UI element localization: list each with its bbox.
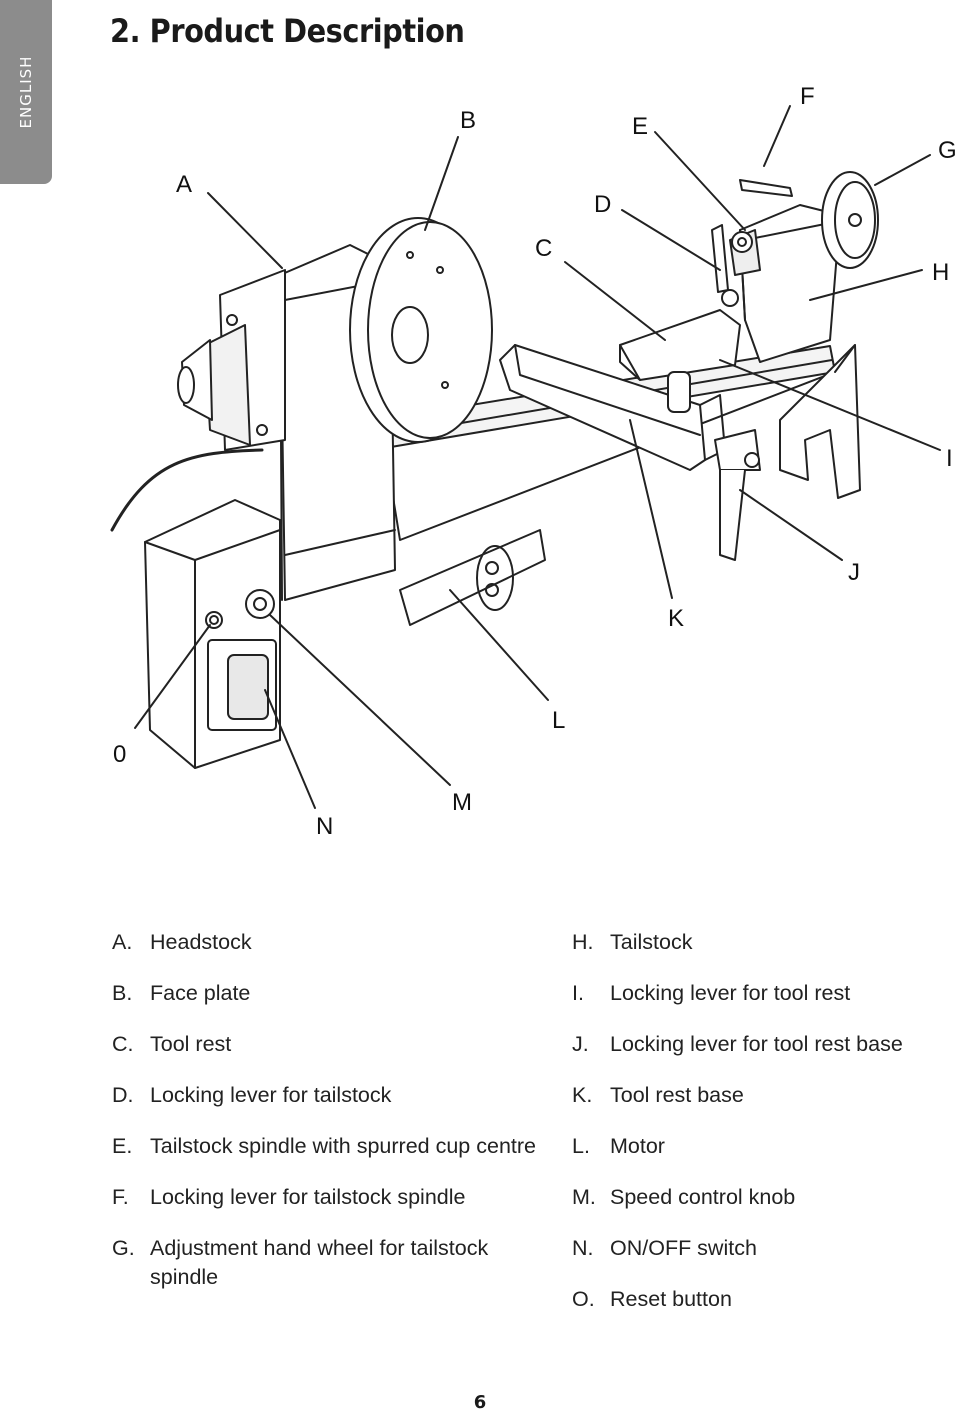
legend-item: M. Speed control knob [572, 1183, 952, 1212]
legend-item: K. Tool rest base [572, 1081, 952, 1110]
tailstock [711, 204, 841, 363]
legend-text: Motor [610, 1134, 665, 1158]
legend-item: B. Face plate [112, 979, 542, 1008]
legend-text: Tool rest [150, 1032, 232, 1056]
legend-key: O. [572, 1287, 595, 1311]
legend-text: Speed control knob [610, 1185, 796, 1209]
page-title: 2. Product Description [110, 12, 465, 50]
callout-j: J [848, 559, 860, 586]
hand-wheel [821, 171, 879, 269]
tool-rest-base [499, 344, 726, 471]
switch-box [144, 499, 281, 769]
legend-item: N. ON/OFF switch [572, 1234, 952, 1263]
legend-item: H. Tailstock [572, 928, 952, 957]
legend-text: Locking lever for tool rest base [610, 1032, 903, 1056]
legend-key: H. [572, 930, 594, 954]
callout-b: B [460, 107, 476, 134]
legend-text: Reset button [610, 1287, 732, 1311]
legend-item: C. Tool rest [112, 1030, 542, 1059]
lathe-diagram: A B C D E F G H I J K L M N 0 [110, 83, 957, 840]
callout-o: 0 [113, 741, 126, 768]
legend-text: Adjustment hand wheel for tailstock spin… [150, 1236, 489, 1289]
legend-right-column: H. Tailstock I. Locking lever for tool res… [572, 928, 952, 1336]
legend-key: A. [112, 930, 133, 954]
callout-m: M [452, 789, 472, 816]
power-cord [110, 448, 264, 532]
legend-item: O. Reset button [572, 1285, 952, 1314]
legend-key: C. [112, 1032, 134, 1056]
motor [399, 529, 546, 626]
legend-text: Tailstock spindle with spurred cup centr… [150, 1134, 536, 1158]
legend-key: K. [572, 1083, 593, 1107]
callout-e: E [632, 113, 648, 140]
leader-lines [134, 105, 941, 809]
legend-item: A. Headstock [112, 928, 542, 957]
legend-left-column: A. Headstock B. Face plate C. Tool rest D. L… [112, 928, 542, 1314]
callout-d: D [594, 191, 611, 218]
legend-text: Tool rest base [610, 1083, 744, 1107]
legend-key: B. [112, 981, 133, 1005]
callout-n: N [316, 813, 333, 840]
legend-key: J. [572, 1032, 589, 1056]
legend-item: G. Adjustment hand wheel for tailstock sp… [112, 1234, 542, 1292]
callout-g: G [938, 137, 957, 164]
legend-key: I. [572, 981, 584, 1005]
legend-text: Face plate [150, 981, 251, 1005]
tool-rest-base-lever [714, 429, 761, 561]
legend-text: Locking lever for tool rest [610, 981, 851, 1005]
callout-i: I [946, 445, 953, 472]
legend-text: Headstock [150, 930, 252, 954]
callout-f: F [800, 83, 815, 110]
legend-text: Locking lever for tailstock [150, 1083, 392, 1107]
callout-a: A [176, 171, 192, 198]
callout-c: C [535, 235, 552, 262]
legend-item: D. Locking lever for tailstock [112, 1081, 542, 1110]
legend-key: G. [112, 1236, 135, 1260]
legend-key: M. [572, 1185, 596, 1209]
language-tab: ENGLISH [0, 0, 52, 184]
legend-item: F. Locking lever for tailstock spindle [112, 1183, 542, 1212]
face-plate [349, 217, 493, 443]
legend-key: D. [112, 1083, 134, 1107]
page-number: 6 [473, 1392, 487, 1413]
legend-key: F. [112, 1185, 129, 1209]
legend-text: ON/OFF switch [610, 1236, 757, 1260]
legend-key: N. [572, 1236, 594, 1260]
callout-l: L [552, 707, 565, 734]
legend-item: J. Locking lever for tool rest base [572, 1030, 952, 1059]
legend-key: E. [112, 1134, 133, 1158]
legend-text: Tailstock [610, 930, 693, 954]
legend-text: Locking lever for tailstock spindle [150, 1185, 466, 1209]
tailstock-spindle-lever [739, 179, 793, 197]
legend-item: L. Motor [572, 1132, 952, 1161]
callout-h: H [932, 259, 949, 286]
tool-rest [619, 309, 741, 413]
legend-item: E. Tailstock spindle with spurred cup cen… [112, 1132, 542, 1161]
legend-item: I. Locking lever for tool rest [572, 979, 952, 1008]
callout-k: K [668, 605, 684, 632]
legend-key: L. [572, 1134, 590, 1158]
support-frame [779, 344, 861, 499]
